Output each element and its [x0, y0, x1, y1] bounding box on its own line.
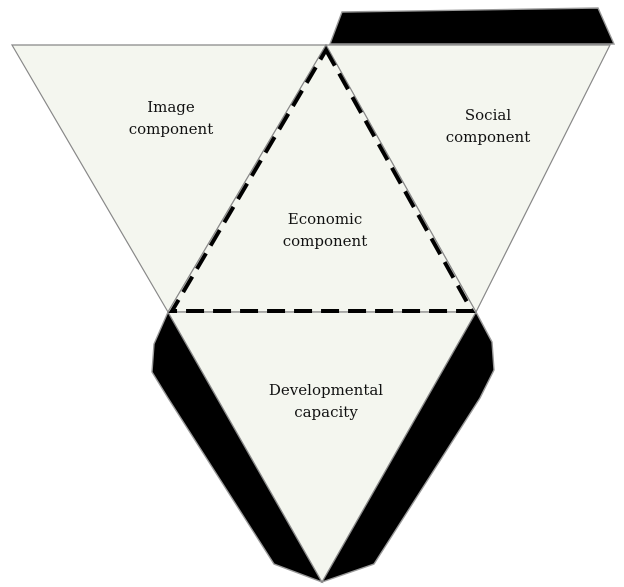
image-label-line1: Image: [147, 98, 195, 116]
image-label-line2: component: [128, 120, 214, 138]
social-component-label: Social component: [428, 104, 548, 148]
social-label-line2: component: [445, 128, 531, 146]
developmental-capacity-label: Developmental capacity: [241, 379, 411, 423]
developmental-label-line2: capacity: [294, 403, 358, 421]
economic-label-line1: Economic: [287, 210, 363, 228]
social-label-line1: Social: [464, 106, 512, 124]
top-flap: [328, 7, 616, 45]
image-component-label: Image component: [111, 96, 231, 140]
economic-dashed-outline: [168, 45, 476, 313]
economic-component-label: Economic component: [255, 208, 395, 252]
developmental-label-line1: Developmental: [268, 381, 384, 399]
economic-label-line2: component: [282, 232, 368, 250]
